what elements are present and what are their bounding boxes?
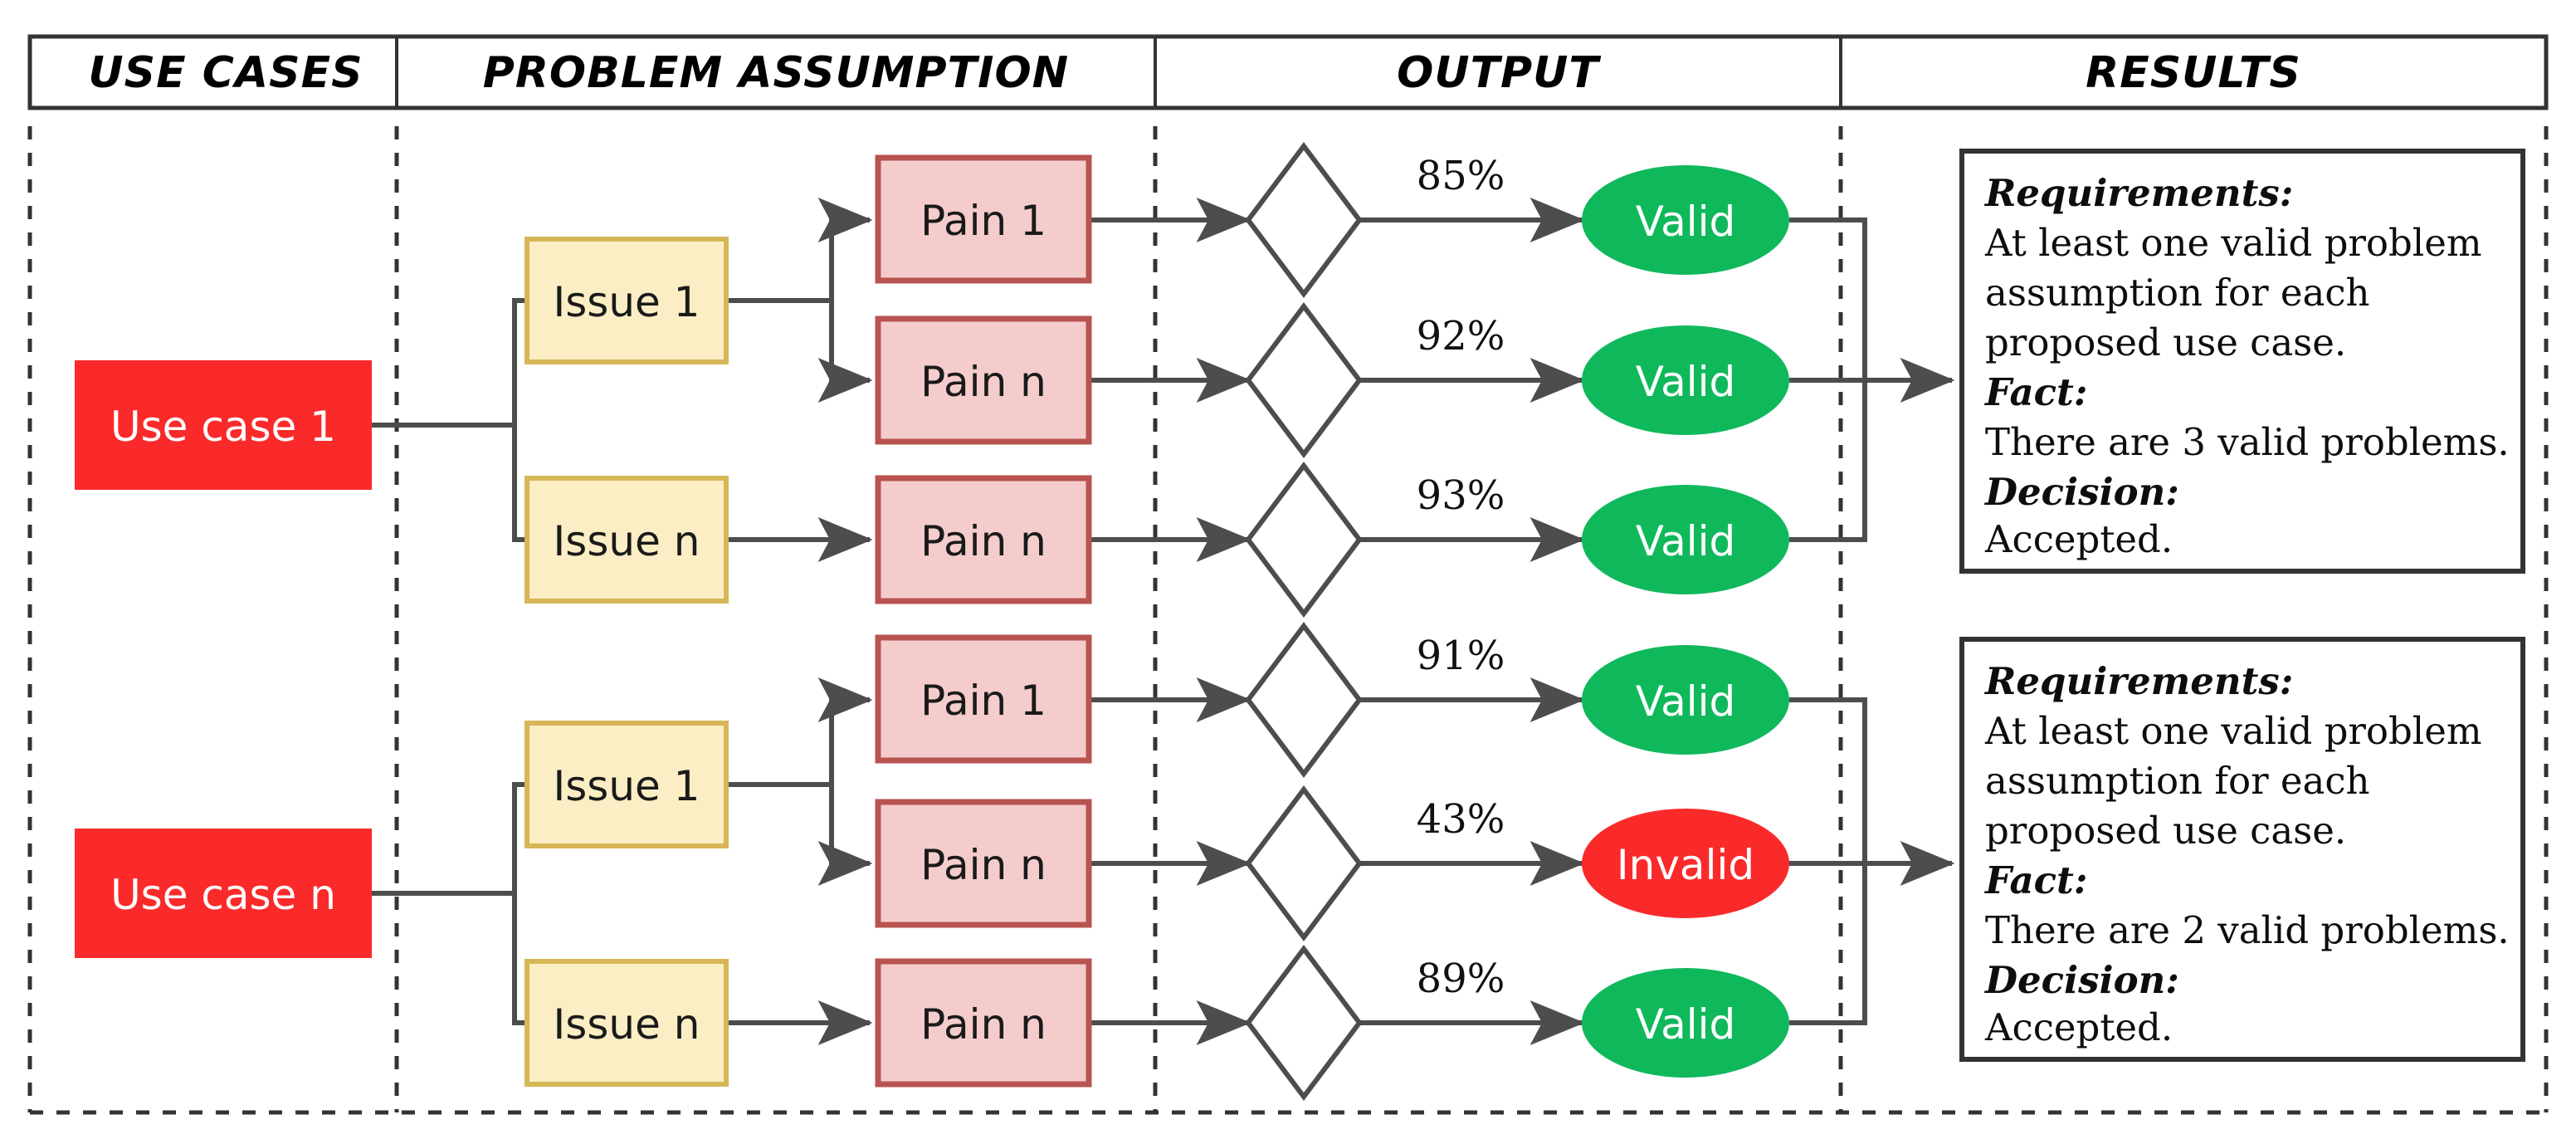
decision-diamond[interactable] bbox=[1245, 142, 1363, 298]
percent-label: 89% bbox=[1417, 956, 1505, 1002]
issue-node[interactable]: Issue n bbox=[524, 476, 729, 604]
issue-label: Issue n bbox=[554, 517, 700, 565]
header-output: OUTPUT bbox=[1397, 48, 1601, 98]
issue-label: Issue 1 bbox=[553, 762, 700, 810]
percent-label: 91% bbox=[1417, 633, 1505, 679]
verdict-node-valid[interactable]: Valid bbox=[1582, 645, 1789, 755]
percent-label: 92% bbox=[1417, 313, 1505, 359]
use-case-label: Use case n bbox=[110, 871, 336, 919]
pain-node[interactable]: Pain n bbox=[875, 958, 1092, 1088]
pain-label: Pain n bbox=[920, 358, 1046, 406]
verdict-label: Valid bbox=[1636, 677, 1735, 726]
pain-node[interactable]: Pain 1 bbox=[875, 634, 1092, 764]
table-header-row bbox=[27, 34, 2549, 110]
result-line: proposed use case. bbox=[1985, 809, 2346, 853]
result-line: There are 2 valid problems. bbox=[1985, 908, 2510, 952]
verdict-label: Valid bbox=[1636, 1000, 1735, 1049]
verdict-node-valid[interactable]: Valid bbox=[1582, 968, 1789, 1078]
decision-diamond[interactable] bbox=[1245, 462, 1363, 618]
pain-node[interactable]: Pain n bbox=[875, 475, 1092, 604]
result-line: Fact: bbox=[1983, 370, 2087, 414]
pain-label: Pain n bbox=[920, 517, 1046, 565]
decision-diamond[interactable] bbox=[1245, 302, 1363, 458]
header-use-cases: USE CASES bbox=[88, 48, 363, 98]
verdict-label: Valid bbox=[1636, 517, 1735, 565]
verdict-label: Valid bbox=[1636, 198, 1735, 246]
use-case-label: Use case 1 bbox=[110, 403, 336, 451]
percent-label: 85% bbox=[1417, 153, 1505, 199]
verdict-node-valid[interactable]: Valid bbox=[1582, 485, 1789, 594]
decision-diamond[interactable] bbox=[1245, 622, 1363, 778]
pain-label: Pain n bbox=[920, 841, 1046, 889]
verdict-node-valid[interactable]: Valid bbox=[1582, 325, 1789, 435]
verdict-label: Valid bbox=[1636, 358, 1735, 406]
decision-diamond[interactable] bbox=[1245, 945, 1363, 1101]
result-line: proposed use case. bbox=[1985, 320, 2346, 364]
result-line: Requirements: bbox=[1983, 659, 2293, 703]
issue-node[interactable]: Issue n bbox=[524, 959, 729, 1087]
result-line: Accepted. bbox=[1984, 517, 2173, 561]
pain-label: Pain 1 bbox=[920, 197, 1046, 245]
header-results: RESULTS bbox=[2086, 48, 2301, 98]
use-case-node[interactable]: Use case n bbox=[75, 829, 372, 958]
result-line: Decision: bbox=[1983, 958, 2179, 1002]
pain-label: Pain n bbox=[920, 1000, 1046, 1049]
pain-node[interactable]: Pain n bbox=[875, 315, 1092, 445]
pain-node[interactable]: Pain n bbox=[875, 799, 1092, 928]
result-line: At least one valid problem bbox=[1984, 709, 2482, 753]
pain-label: Pain 1 bbox=[920, 677, 1046, 725]
issue-node[interactable]: Issue 1 bbox=[524, 721, 729, 848]
result-line: Decision: bbox=[1983, 470, 2179, 514]
verdict-node-invalid[interactable]: Invalid bbox=[1582, 809, 1789, 918]
decision-diamond[interactable] bbox=[1245, 785, 1363, 941]
result-line: At least one valid problem bbox=[1984, 221, 2482, 265]
result-box[interactable]: Requirements: At least one valid problem… bbox=[1959, 637, 2525, 1062]
verdict-label: Invalid bbox=[1617, 841, 1754, 889]
result-box[interactable]: Requirements: At least one valid problem… bbox=[1959, 149, 2525, 574]
percent-label: 43% bbox=[1417, 796, 1505, 843]
issue-label: Issue n bbox=[554, 1000, 700, 1049]
result-line: Fact: bbox=[1983, 858, 2087, 902]
result-line: Requirements: bbox=[1983, 171, 2293, 215]
result-line: Accepted. bbox=[1984, 1005, 2173, 1049]
result-line: assumption for each bbox=[1985, 759, 2370, 803]
use-case-node[interactable]: Use case 1 bbox=[75, 360, 372, 490]
result-line: assumption for each bbox=[1985, 271, 2370, 315]
issue-node[interactable]: Issue 1 bbox=[524, 237, 729, 364]
issue-label: Issue 1 bbox=[553, 278, 700, 326]
result-line: There are 3 valid problems. bbox=[1985, 420, 2510, 464]
percent-label: 93% bbox=[1417, 472, 1505, 519]
header-problem-assumption: PROBLEM ASSUMPTION bbox=[483, 48, 1069, 98]
table-body-frame bbox=[27, 126, 2549, 1115]
pain-node[interactable]: Pain 1 bbox=[875, 154, 1092, 284]
verdict-node-valid[interactable]: Valid bbox=[1582, 165, 1789, 275]
